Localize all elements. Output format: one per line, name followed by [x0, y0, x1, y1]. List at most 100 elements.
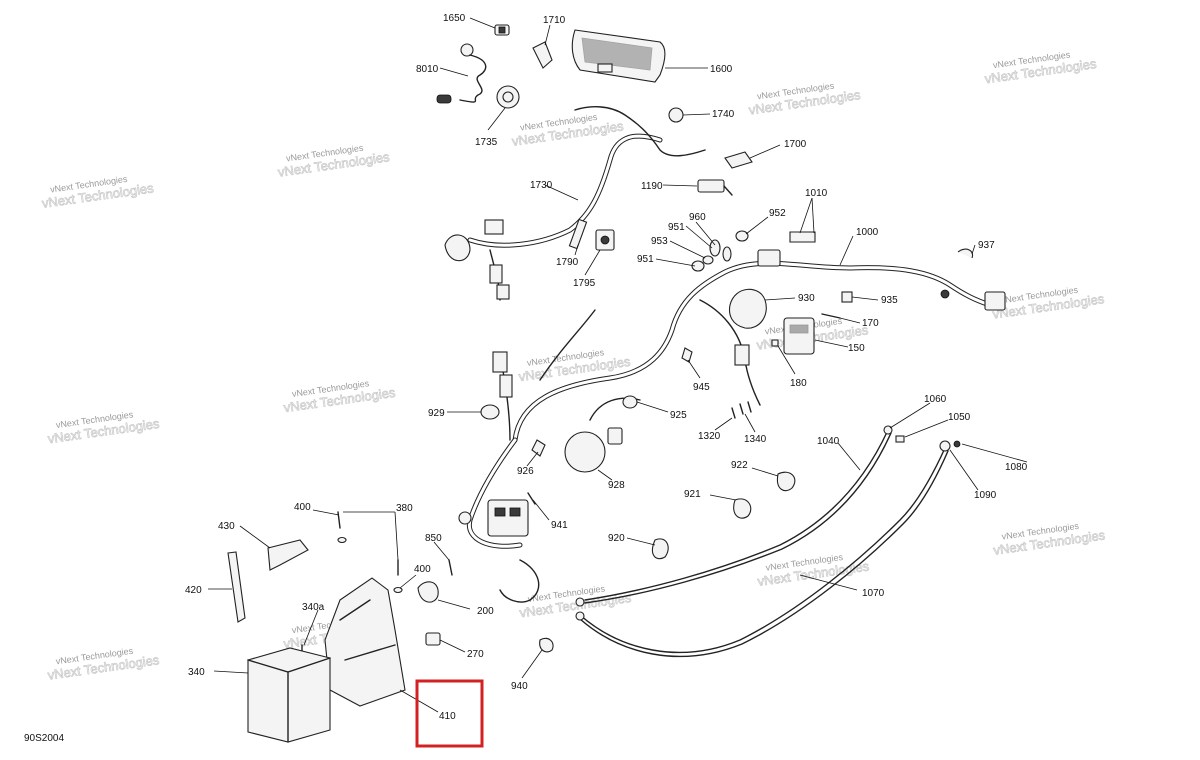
- tie-929: [480, 404, 500, 420]
- callout-850: 850: [425, 533, 442, 544]
- callout-270: 270: [467, 649, 484, 660]
- clip-1010: [789, 231, 816, 243]
- callout-920: 920: [608, 533, 625, 544]
- callout-940: 940: [511, 681, 528, 692]
- callout-930: 930: [798, 293, 815, 304]
- terminals-1060-1050: [883, 425, 961, 452]
- tie-925: [622, 395, 638, 409]
- callout-1710: 1710: [543, 15, 566, 26]
- fastener-850: [448, 559, 453, 576]
- callout-1000: 1000: [856, 227, 879, 238]
- callout-941: 941: [551, 520, 568, 531]
- callout-951b: 951: [637, 254, 654, 265]
- callout-430: 430: [218, 521, 235, 532]
- watermark: vNext Technologies vNext Technologies: [992, 521, 1107, 558]
- callout-935: 935: [881, 295, 898, 306]
- clamp-921: [733, 498, 752, 519]
- post-1735: [496, 85, 520, 109]
- stud-180: [771, 339, 779, 347]
- watermark: vNext Technologies vNext Technologies: [518, 583, 633, 620]
- callout-8010: 8010: [416, 64, 439, 75]
- callout-945: 945: [693, 382, 710, 393]
- callout-921: 921: [684, 489, 701, 500]
- watermark: vNext Technologies vNext Technologies: [46, 646, 161, 683]
- callout-380: 380: [396, 503, 413, 514]
- clip-940: [539, 637, 554, 653]
- watermark: vNext Technologies vNext Technologies: [991, 285, 1106, 322]
- connector-mid: [492, 344, 750, 398]
- leader-lines: [208, 17, 1028, 713]
- callout-200: 200: [477, 606, 494, 617]
- connector-1000: [757, 249, 1006, 311]
- callout-1790: 1790: [556, 257, 579, 268]
- callout-925: 925: [670, 410, 687, 421]
- battery-cable-1070: [579, 447, 949, 658]
- callout-170: 170: [862, 318, 879, 329]
- callout-1340: 1340: [744, 434, 767, 445]
- clamp-920: [651, 538, 669, 560]
- callout-1050: 1050: [948, 412, 971, 423]
- callout-1795: 1795: [573, 278, 596, 289]
- connector-1790: [568, 218, 588, 250]
- callout-1650: 1650: [443, 13, 466, 24]
- callout-1190: 1190: [641, 181, 663, 192]
- relay-200: [417, 581, 439, 603]
- callout-1090: 1090: [974, 490, 997, 501]
- callout-937: 937: [978, 240, 995, 251]
- watermark: vNext Technologies vNext Technologies: [277, 143, 392, 180]
- callout-340a: 340a: [302, 602, 325, 613]
- callout-1060: 1060: [924, 394, 947, 405]
- clips-951-960-952: [691, 230, 749, 272]
- screw-170: [821, 313, 841, 319]
- watermark: vNext Technologies vNext Technologies: [983, 49, 1098, 86]
- watermarks: vNext Technologies vNext Technologies vN…: [41, 49, 1107, 683]
- callout-150: 150: [848, 343, 865, 354]
- callout-1740: 1740: [712, 109, 735, 120]
- callout-928: 928: [608, 480, 625, 491]
- callout-410: 410: [439, 711, 456, 722]
- callout-1070: 1070: [862, 588, 885, 599]
- bracket-430: [267, 539, 309, 571]
- callout-1040: 1040: [817, 436, 840, 447]
- ground-cable: [575, 597, 585, 621]
- nut-400b: [393, 586, 403, 594]
- watermark: vNext Technologies vNext Technologies: [747, 81, 862, 118]
- callout-180: 180: [790, 378, 807, 389]
- clip-935: [841, 291, 853, 303]
- callout-labels: 1650 1710 1600 8010 1735 1740 1700 1730 …: [185, 13, 1028, 722]
- callout-400a: 400: [294, 502, 311, 513]
- watermark: vNext Technologies vNext Technologies: [511, 112, 626, 149]
- switch-1650: [494, 24, 510, 36]
- instrument-cluster-1600: [571, 29, 666, 83]
- connector-270: [425, 632, 441, 646]
- connector-1700: [724, 151, 753, 169]
- bolt-400a: [337, 511, 347, 544]
- watermark: vNext Technologies vNext Technologies: [41, 174, 156, 211]
- ring-928: [564, 427, 623, 473]
- callout-400b: 400: [414, 564, 431, 575]
- callout-951a: 951: [668, 222, 685, 233]
- callout-952: 952: [769, 208, 786, 219]
- clip-945: [681, 347, 693, 363]
- highlight-box-410: [415, 679, 484, 748]
- callout-926: 926: [517, 466, 534, 477]
- callout-1730: 1730: [530, 180, 553, 191]
- clamp-922: [776, 471, 796, 492]
- document-code: 90S2004: [24, 733, 65, 744]
- module-1795: [595, 229, 615, 251]
- strap-420: [227, 551, 246, 623]
- watermark: vNext Technologies vNext Technologies: [46, 409, 161, 446]
- boot-1730: [444, 219, 510, 300]
- callout-1600: 1600: [710, 64, 733, 75]
- grommet-930: [728, 288, 767, 329]
- fasteners-1320-1340: [731, 401, 752, 419]
- relay-1190: [697, 179, 733, 196]
- callout-960: 960: [689, 212, 706, 223]
- callout-1320: 1320: [698, 431, 721, 442]
- callout-1080: 1080: [1005, 462, 1028, 473]
- battery-cable-1040: [584, 429, 892, 604]
- callout-1010: 1010: [805, 188, 828, 199]
- callout-1735: 1735: [475, 137, 498, 148]
- battery-tray: [324, 577, 406, 707]
